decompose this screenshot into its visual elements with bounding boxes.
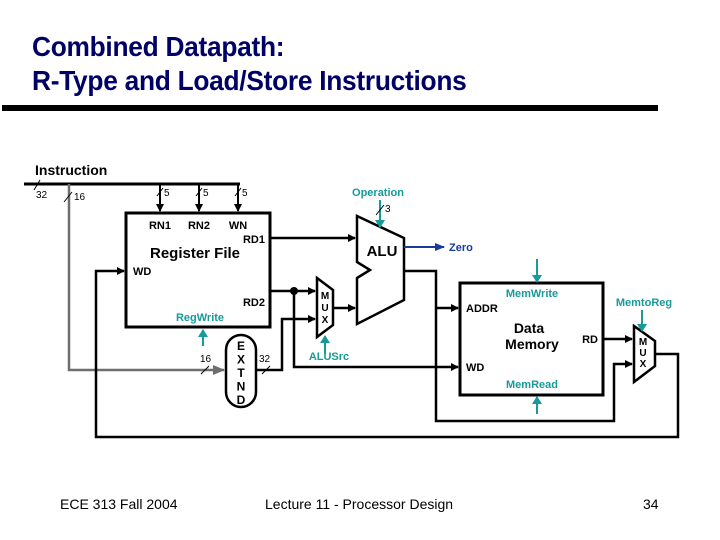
rn2-width: 5: [203, 188, 209, 199]
immediate-wire: [67, 184, 225, 375]
register-file-name: Register File: [150, 245, 240, 262]
junction-dot: [290, 287, 298, 295]
title-divider: [2, 105, 658, 111]
rn1-width: 5: [164, 188, 170, 199]
wn-port: WN: [229, 220, 247, 232]
regwrite-label: RegWrite: [176, 312, 224, 324]
alu-mux-letters: MUX: [321, 291, 329, 326]
data-memory: [458, 281, 605, 397]
bus-slash: [234, 187, 242, 197]
register-file: [124, 211, 272, 329]
title-line-2: R-Type and Load/Store Instructions: [32, 65, 467, 96]
extnd-out-width: 32: [259, 354, 271, 365]
letter: E: [237, 339, 245, 353]
writeback-wire: [94, 267, 680, 439]
extnd-in-width: 16: [200, 354, 212, 365]
alu-result-bypass-wire: [404, 269, 633, 423]
alusrc-mux: [315, 275, 335, 340]
memtoreg-mux: [632, 323, 657, 385]
letter: M: [321, 291, 329, 302]
instruction-label: Instruction: [35, 162, 107, 178]
rd2-port: RD2: [243, 297, 265, 309]
letter: X: [640, 359, 647, 370]
memwrite-label: MemWrite: [506, 288, 558, 300]
immediate-width: 16: [74, 192, 86, 203]
footer-page-number: 34: [643, 496, 659, 512]
addr-port: ADDR: [466, 303, 498, 315]
footer-lecture: Lecture 11 - Processor Design: [265, 496, 454, 512]
rn1-port: RN1: [149, 220, 171, 232]
memtoreg-label: MemtoReg: [616, 297, 672, 309]
rd-port: RD: [582, 334, 598, 346]
footer-course: ECE 313 Fall 2004: [60, 496, 178, 512]
data-memory-name-2: Memory: [505, 336, 559, 352]
bus-slash: [33, 179, 41, 191]
bus-slash: [156, 187, 164, 197]
letter: X: [237, 353, 245, 367]
alu-label: ALU: [367, 243, 398, 260]
extended-imm-wire: [256, 315, 316, 372]
store-data-wire: [292, 291, 459, 371]
memory-wd-port: WD: [466, 362, 484, 374]
letter: U: [321, 303, 328, 314]
alu: [355, 214, 406, 327]
memread-label: MemRead: [506, 379, 558, 391]
alusrc-label: ALUSrc: [309, 351, 349, 363]
data-memory-name-1: Data: [514, 320, 545, 336]
slide-title: Combined Datapath: R-Type and Load/Store…: [32, 30, 467, 98]
bus-slash: [195, 187, 203, 197]
instruction-width: 32: [36, 190, 48, 201]
letter: U: [639, 348, 646, 359]
rn2-port: RN2: [188, 220, 210, 232]
title-line-1: Combined Datapath:: [32, 31, 285, 62]
mem-mux-letters: MUX: [639, 337, 647, 370]
wn-width: 5: [242, 188, 248, 199]
operation-width: 3: [385, 204, 391, 215]
zero-label: Zero: [449, 242, 473, 254]
letter: T: [237, 366, 245, 380]
letter: N: [237, 380, 246, 394]
bus-slash: [375, 204, 385, 216]
bus-slash: [63, 191, 73, 203]
letter: X: [322, 315, 329, 326]
bus-slash: [200, 365, 210, 375]
operation-label: Operation: [352, 187, 404, 199]
bus-slash: [261, 365, 271, 375]
letter: D: [237, 393, 246, 407]
wd-port: WD: [133, 266, 151, 278]
rd1-port: RD1: [243, 234, 265, 246]
letter: M: [639, 337, 647, 348]
